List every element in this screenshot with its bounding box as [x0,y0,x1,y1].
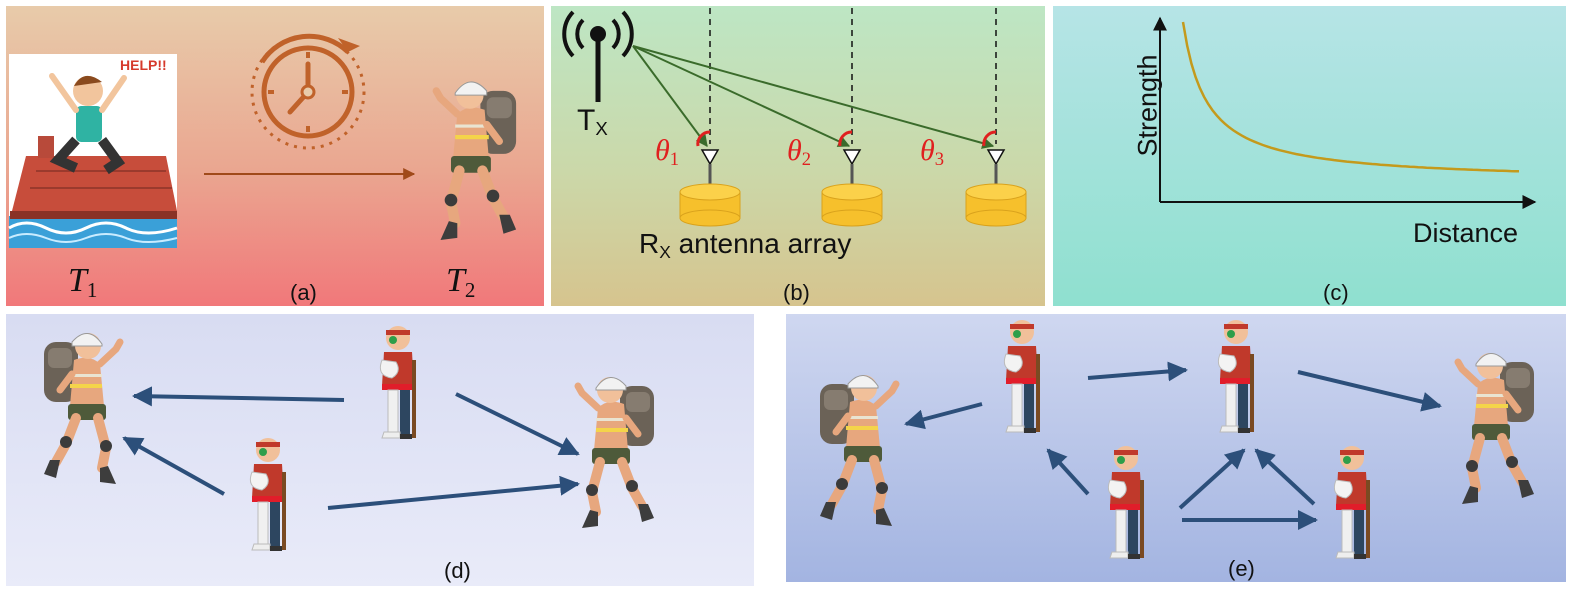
rx-array-label: RX antenna array [639,228,852,262]
angle-arc-1 [696,130,711,147]
arrow [1087,361,1188,382]
clock-icon [250,33,366,150]
receiver-antenna-icon [842,149,862,166]
panel-d-graphic [6,314,754,586]
t1-label: T1 [68,262,98,302]
panel-a: HELP!! T1 T2 (a) [6,6,544,306]
panel-c-caption: (c) [1323,280,1349,305]
panel-b-graphic [551,6,1045,306]
angle-arc-2 [838,130,853,147]
arrow [1046,448,1090,496]
receiver-disc-base-3 [965,209,1027,227]
y-axis-label: Strength [1132,54,1163,157]
signal-ray-2 [632,45,851,147]
theta-3-label: θ3 [920,134,945,171]
signal-ray-1 [632,45,708,147]
panel-d-caption: (d) [444,558,471,583]
theta-1-label: θ1 [655,134,680,171]
panel-c: Strength Distance (c) [1053,6,1566,306]
panel-e-graphic [786,314,1566,582]
receiver-disc-base-1 [679,209,741,227]
arrow [132,386,345,407]
panel-e-caption: (e) [1228,556,1255,581]
person-on-roof-icon: HELP!! [8,54,178,248]
arrow [455,392,580,456]
receiver-disc-top-3 [965,183,1027,201]
panel-b: TX θ1 θ2 θ3 RX antenna array (b) [551,6,1045,306]
panel-e: (e) [786,314,1566,582]
antenna-tower-icon [562,10,634,102]
svg-text:HELP!!: HELP!! [120,57,167,73]
receiver-antenna-icon [986,149,1006,166]
arrow [904,402,983,430]
receiver-disc-top-2 [821,183,883,201]
panel-c-graphic [1053,6,1566,306]
panel-d: (d) [6,314,754,586]
arrow [327,475,580,510]
x-axis-label: Distance [1413,218,1519,248]
arrow [1254,448,1316,506]
receiver-disc-base-2 [821,209,883,227]
signal-ray-3 [632,45,995,149]
arrow [1297,370,1442,412]
t2-label: T2 [446,262,476,302]
angle-arc-3 [982,130,997,147]
receiver-antenna-icon [700,149,720,166]
panel-a-graphic: HELP!! [6,6,544,306]
strength-distance-curve [1181,21,1520,173]
tx-label: TX [577,104,608,140]
panel-a-caption: (a) [290,280,317,305]
arrow [122,436,225,496]
arrow [1178,448,1246,510]
panel-b-caption: (b) [783,280,810,305]
theta-2-label: θ2 [787,134,812,171]
receiver-disc-top-1 [679,183,741,201]
